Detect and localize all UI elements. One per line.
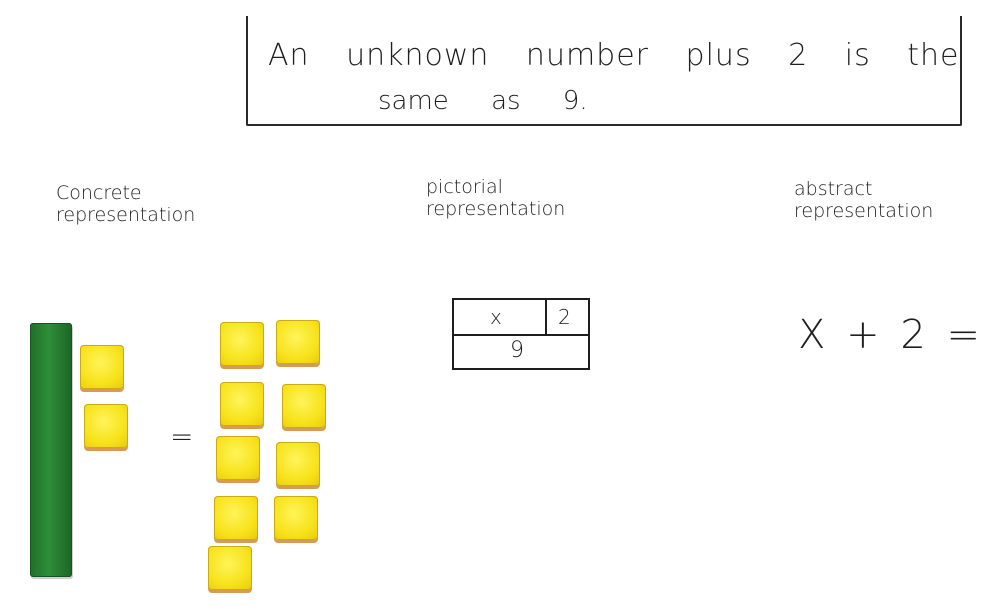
unit-tile	[220, 382, 264, 426]
bar-model-parts-row: x 2	[454, 300, 588, 336]
unit-tile	[276, 442, 320, 486]
heading-abstract: abstract representation	[794, 178, 933, 222]
unit-tile	[208, 546, 252, 590]
problem-box: An unknown number plus 2 is the same as …	[246, 16, 962, 126]
bar-model: x 2 9	[452, 298, 590, 370]
bar-model-total: 9	[510, 338, 524, 363]
heading-concrete: Concrete representation	[56, 182, 195, 226]
heading-pictorial-line-1: pictorial	[426, 176, 503, 198]
heading-concrete-line-1: Concrete	[56, 182, 142, 204]
problem-line-2: same as 9.	[378, 86, 588, 116]
heading-abstract-line-2: representation	[794, 200, 934, 222]
unit-tile	[216, 436, 260, 480]
unit-tile	[274, 496, 318, 540]
unit-tile	[220, 322, 264, 366]
unit-tile	[276, 320, 320, 364]
unit-tile	[214, 496, 258, 540]
problem-line-1: An unknown number plus 2 is the	[268, 38, 960, 73]
heading-pictorial: pictorial representation	[426, 176, 565, 220]
unit-tile	[80, 345, 124, 389]
heading-pictorial-line-2: representation	[426, 198, 566, 220]
bar-model-known: 2	[558, 305, 571, 329]
bar-model-divider	[545, 300, 547, 336]
equals-sign: =	[170, 420, 194, 453]
heading-concrete-line-2: representation	[56, 204, 196, 226]
abstract-equation: X + 2 = 9	[798, 312, 992, 358]
bar-model-unknown: x	[490, 305, 502, 329]
ten-rod	[30, 323, 72, 577]
heading-abstract-line-1: abstract	[794, 178, 873, 200]
unit-tile	[84, 404, 128, 448]
unit-tile	[282, 384, 326, 428]
